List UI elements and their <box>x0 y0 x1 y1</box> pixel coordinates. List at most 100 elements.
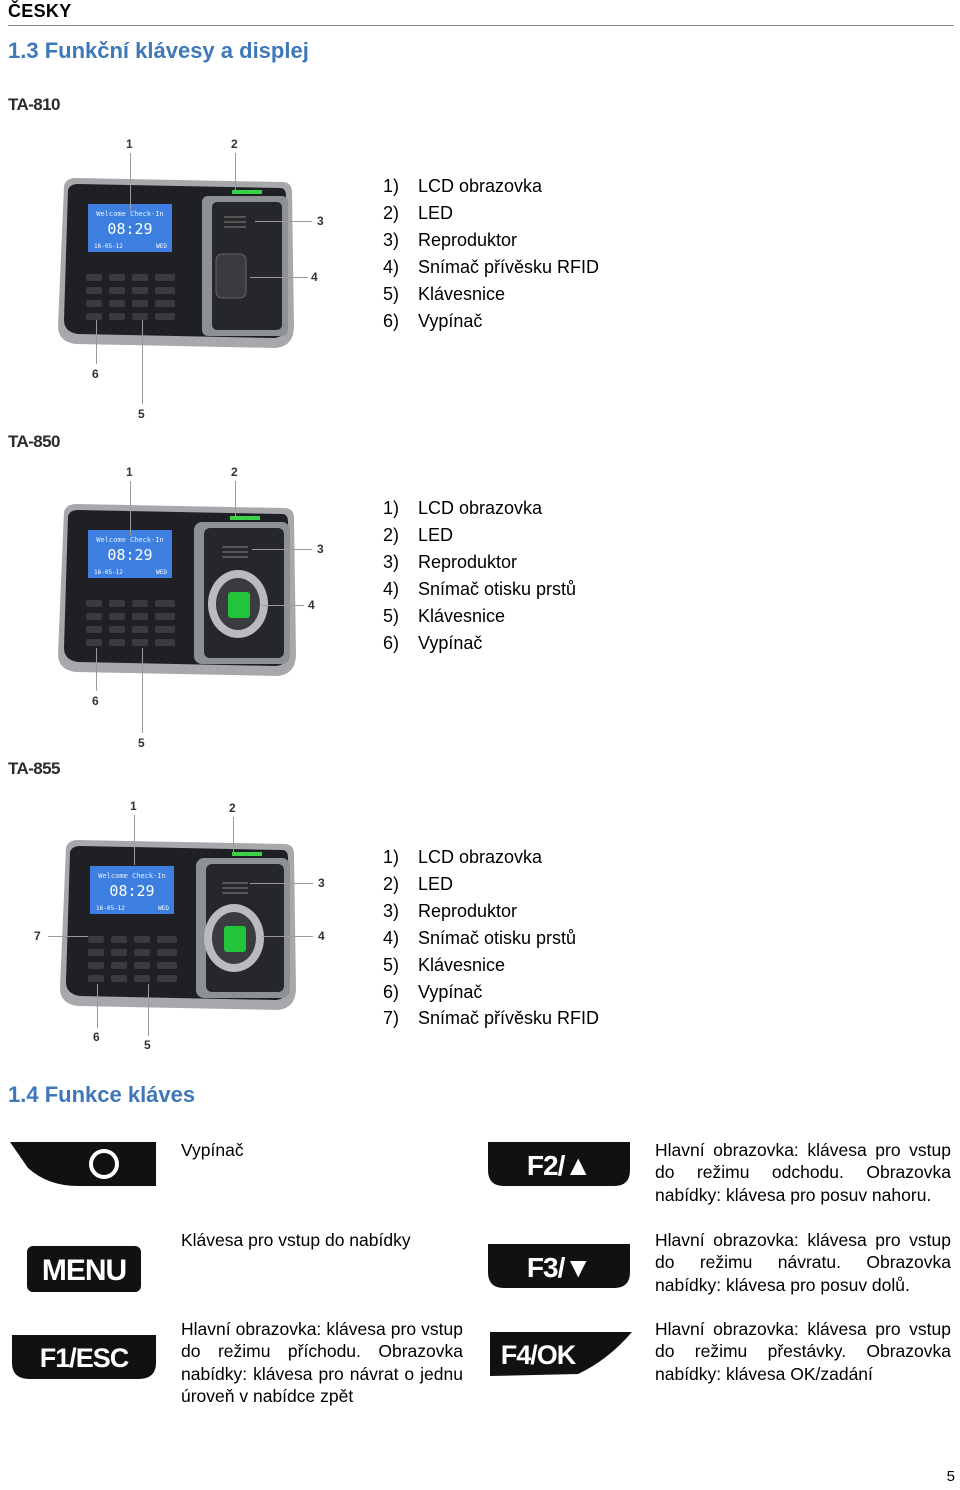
callout-2: 2 <box>229 801 236 815</box>
callout-6: 6 <box>92 367 99 381</box>
parts-list-ta810: 1)LCD obrazovka 2)LED 3)Reproduktor 4)Sn… <box>383 173 599 334</box>
device-image-ta810: Welcome Check-In 08:29 16-05-12 WED <box>58 178 294 348</box>
power-circle-icon <box>89 1149 119 1179</box>
lcd-line1: Welcome Check-In <box>96 210 163 218</box>
parts-list-item: 1)LCD obrazovka <box>383 498 543 518</box>
lcd-date: 16-05-12 <box>94 243 123 250</box>
f4-ok-key-image: F4/OK <box>490 1332 632 1376</box>
header-divider <box>8 25 954 26</box>
key-description-f4: Hlavní obrazovka: klávesa pro vstup do r… <box>655 1319 951 1384</box>
f3-key-label: F3/▼ <box>527 1252 591 1283</box>
callout-line <box>97 984 98 1028</box>
model-label-ta850: TA-850 <box>8 432 60 451</box>
parts-list-item: 4)Snímač otisku prstů <box>383 578 577 599</box>
callout-6: 6 <box>93 1030 100 1044</box>
lcd-time: 08:29 <box>107 220 152 238</box>
f3-down-key-image: F3/▼ <box>488 1244 630 1288</box>
callout-line <box>250 883 313 884</box>
callout-line <box>130 153 131 211</box>
key-description-menu: Klávesa pro vstup do nabídky <box>181 1230 411 1250</box>
callout-1: 1 <box>126 465 133 479</box>
lcd-time: 08:29 <box>109 882 154 900</box>
language-label: ČESKY <box>8 1 72 21</box>
key-description-f1: Hlavní obrazovka: klávesa pro vstup do r… <box>181 1319 463 1406</box>
parts-list-item: 6)Vypínač <box>383 981 483 1002</box>
key-description-f3: Hlavní obrazovka: klávesa pro vstup do r… <box>655 1230 951 1295</box>
lcd-day: WED <box>158 905 169 912</box>
callout-line <box>235 153 236 191</box>
menu-key-label: MENU <box>42 1254 126 1287</box>
callout-line <box>252 549 312 550</box>
callout-line <box>262 605 304 606</box>
lcd-time: 08:29 <box>107 546 152 564</box>
parts-list-item: 1)LCD obrazovka <box>383 847 543 867</box>
parts-list-item: 3)Reproduktor <box>383 229 518 250</box>
parts-list-item: 7)Snímač přívěsku RFID <box>383 1008 600 1029</box>
parts-list-item: 2)LED <box>383 202 454 223</box>
key-description-f2: Hlavní obrazovka: klávesa pro vstup do r… <box>655 1140 951 1205</box>
parts-list-item: 2)LED <box>383 873 454 894</box>
callout-5: 5 <box>138 407 145 421</box>
callout-3: 3 <box>317 542 324 556</box>
callout-6: 6 <box>92 694 99 708</box>
callout-4: 4 <box>318 929 325 943</box>
lcd-day: WED <box>156 243 167 250</box>
callout-line <box>262 936 313 937</box>
callout-5: 5 <box>144 1038 151 1052</box>
callout-line <box>142 648 143 733</box>
callout-5: 5 <box>138 736 145 750</box>
lcd-line1: Welcome Check-In <box>98 872 165 880</box>
callout-line <box>96 320 97 364</box>
menu-key-image: MENU <box>27 1246 141 1292</box>
parts-list-ta855: 1)LCD obrazovka 2)LED 3)Reproduktor 4)Sn… <box>383 844 599 1032</box>
callout-line <box>134 815 135 865</box>
parts-list-item: 3)Reproduktor <box>383 551 518 572</box>
lcd-date: 16-05-12 <box>94 569 123 576</box>
callout-line <box>48 936 88 937</box>
callout-line <box>142 320 143 404</box>
page-number: 5 <box>946 1468 955 1485</box>
callout-line <box>250 277 308 278</box>
callout-line <box>130 481 131 536</box>
parts-list-item: 6)Vypínač <box>383 310 483 331</box>
callout-line <box>148 984 149 1036</box>
callout-line <box>255 221 312 222</box>
key-description-power: Vypínač <box>181 1140 244 1160</box>
callout-4: 4 <box>308 598 315 612</box>
parts-list-item: 4)Snímač přívěsku RFID <box>383 256 600 277</box>
lcd-date: 16-05-12 <box>96 905 125 912</box>
section-title-14: 1.4 Funkce kláves <box>8 1082 196 1107</box>
callout-3: 3 <box>317 214 324 228</box>
f1-esc-key-image: F1/ESC <box>12 1335 156 1379</box>
callout-2: 2 <box>231 137 238 151</box>
callout-2: 2 <box>231 465 238 479</box>
parts-list-item: 6)Vypínač <box>383 632 483 653</box>
callout-3: 3 <box>318 876 325 890</box>
parts-list-item: 3)Reproduktor <box>383 900 518 921</box>
lcd-day: WED <box>156 569 167 576</box>
model-label-ta810: TA-810 <box>8 95 60 114</box>
callout-1: 1 <box>126 137 133 151</box>
device-image-ta850: Welcome Check-In 08:29 16-05-12 WED <box>58 504 296 676</box>
parts-list-item: 5)Klávesnice <box>383 283 506 304</box>
f2-up-key-image: F2/▲ <box>488 1142 630 1186</box>
callout-line <box>233 817 234 853</box>
callout-4: 4 <box>311 270 318 284</box>
parts-list-item: 1)LCD obrazovka <box>383 176 543 196</box>
callout-1: 1 <box>130 799 137 813</box>
power-key-image <box>10 1142 156 1186</box>
callout-7: 7 <box>34 929 41 943</box>
f1-esc-key-label: F1/ESC <box>40 1343 129 1373</box>
model-label-ta855: TA-855 <box>8 759 60 778</box>
lcd-line1: Welcome Check-In <box>96 536 163 544</box>
callout-line <box>235 481 236 517</box>
parts-list-item: 2)LED <box>383 524 454 545</box>
parts-list-item: 5)Klávesnice <box>383 954 506 975</box>
parts-list-item: 5)Klávesnice <box>383 605 506 626</box>
section-title-13: 1.3 Funkční klávesy a displej <box>8 38 309 63</box>
f4-key-label: F4/OK <box>501 1340 577 1370</box>
device-image-ta855: Welcome Check-In 08:29 16-05-12 WED <box>60 840 296 1010</box>
parts-list-ta850: 1)LCD obrazovka 2)LED 3)Reproduktor 4)Sn… <box>383 495 576 656</box>
callout-line <box>96 648 97 691</box>
f2-key-label: F2/▲ <box>527 1150 591 1181</box>
